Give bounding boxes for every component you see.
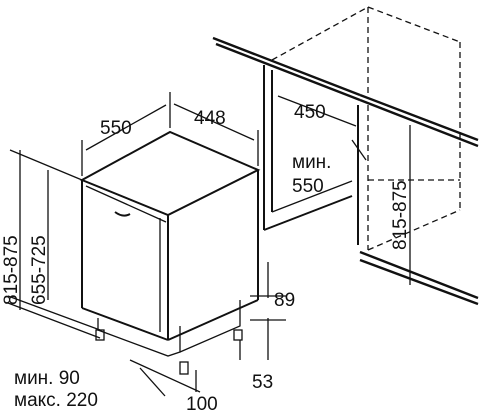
appliance-width-label: 448 [194,108,226,129]
plinth-range-min: мин. 90 [14,368,80,389]
plinth-depth-label: 100 [186,394,218,415]
countertop [212,36,479,148]
plinth [95,300,243,375]
niche-width-label: 450 [294,102,326,123]
dim-plinth [129,262,286,397]
appliance-height-label: 815-875 [1,235,22,305]
niche-height-label: 815-875 [390,180,411,250]
niche-outline [271,6,461,251]
plinth-range-max: макс. 220 [14,390,98,411]
door-height-label: 655-725 [29,235,50,305]
niche-depth-value: 550 [292,176,324,197]
floor [7,250,479,339]
niche-side-panel [263,65,353,231]
appliance-depth-label: 550 [100,118,132,139]
dim-top [81,92,259,176]
dim-niche [277,95,411,285]
plinth-offset-label: 53 [252,372,273,393]
dishwasher-body [79,130,261,341]
niche-depth-prefix: мин. [292,152,331,173]
dim-left-heights [9,149,83,310]
plinth-height-label: 89 [274,290,295,311]
